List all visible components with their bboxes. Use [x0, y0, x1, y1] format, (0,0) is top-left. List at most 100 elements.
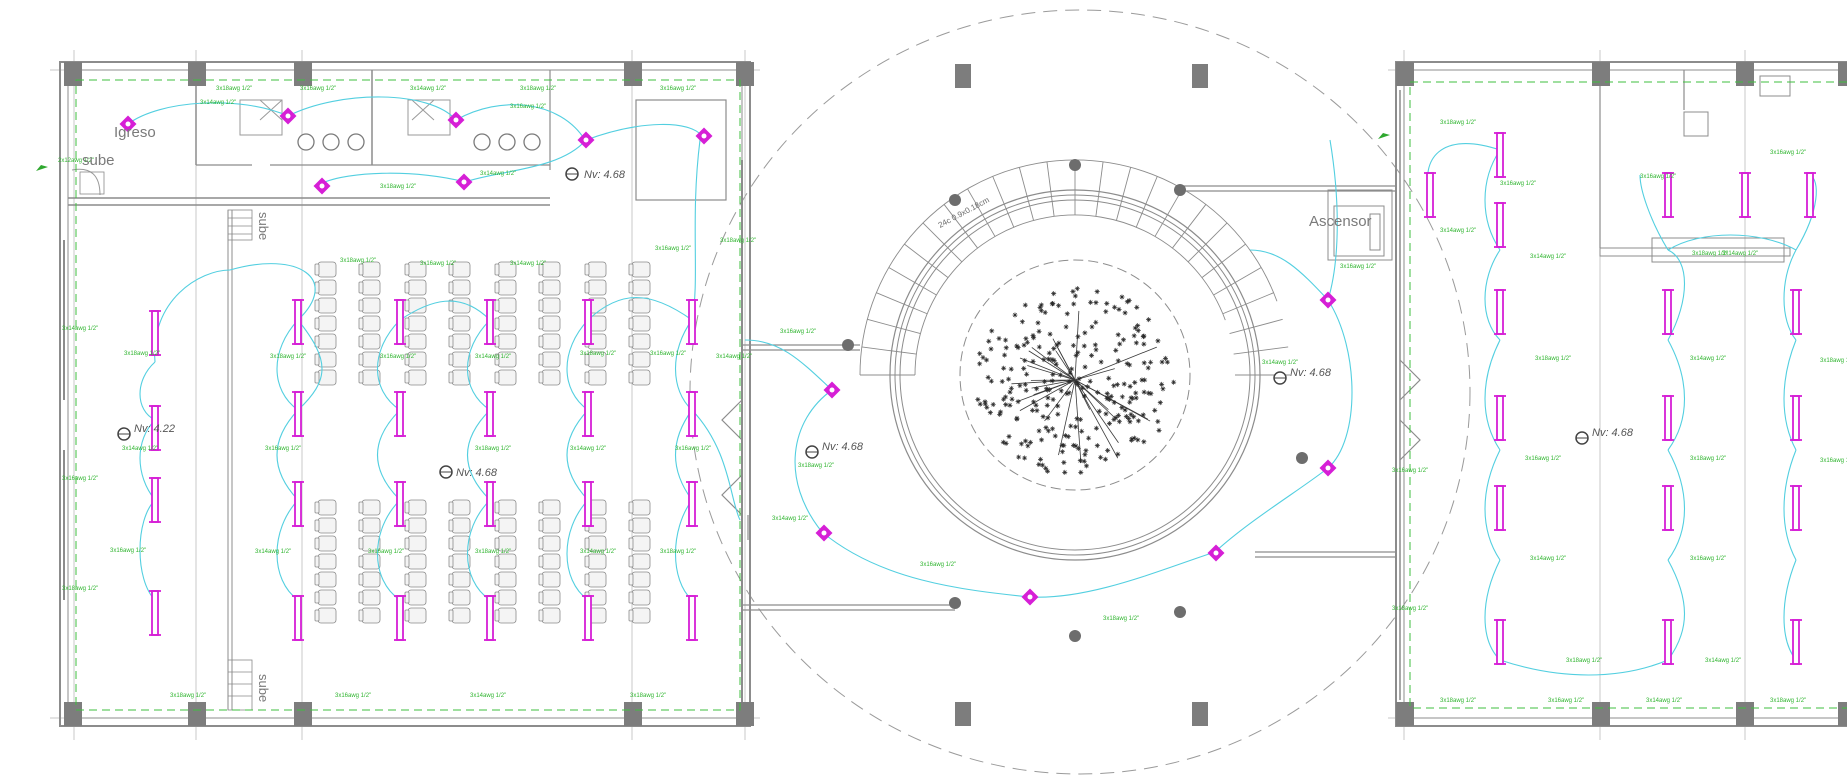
wiring-run [675, 409, 693, 501]
stair-tread [1172, 204, 1207, 249]
seat [317, 589, 337, 606]
seat [317, 571, 337, 588]
seat-arm [538, 335, 544, 348]
seat-arm [628, 537, 634, 550]
seat-arm [448, 281, 454, 294]
tree-leaf [1107, 397, 1113, 403]
fluorescent-fixture [396, 391, 404, 437]
room-label-sube-lower: sube [256, 674, 271, 702]
seat-arm [314, 519, 320, 532]
tree-leaf [1018, 441, 1024, 447]
tree-leaf [1132, 380, 1138, 386]
seat [497, 369, 517, 386]
stair-tread [1115, 167, 1132, 221]
wiring-run [377, 409, 401, 501]
tree-leaf [1043, 425, 1049, 431]
tree-leaf [1016, 454, 1022, 460]
tree-leaf [1064, 391, 1070, 397]
seat-arm [584, 555, 590, 568]
seat [541, 535, 561, 552]
downlight-core [453, 117, 459, 123]
seat-arm [404, 555, 410, 568]
seat-arm [404, 353, 410, 366]
seat-arm [628, 317, 634, 330]
seat-arm [494, 335, 500, 348]
tree-leaf [1038, 456, 1044, 462]
wiring-run [1484, 559, 1501, 661]
seat [361, 607, 381, 624]
downlight-core [461, 179, 467, 185]
level-label-rotunda-right: Nv: 4.68 [1290, 367, 1332, 379]
circuit-label: 3x16awg 1/2" [675, 446, 711, 452]
wiring-run [455, 104, 586, 141]
circuit-label: 3x18awg 1/2" [1440, 120, 1476, 126]
seat-arm [538, 263, 544, 276]
seat [407, 517, 427, 534]
fluorescent-fixture [486, 481, 494, 527]
seat [407, 499, 427, 516]
tree-branch [1019, 357, 1076, 381]
seat [497, 607, 517, 624]
seat-arm [358, 519, 364, 532]
downlight-core [829, 387, 835, 393]
seat [317, 333, 337, 350]
tree-leaf [1029, 407, 1035, 413]
seat-arm [448, 317, 454, 330]
tree-leaf [1051, 291, 1057, 297]
wiring-run [467, 319, 491, 411]
tree-leaf [975, 397, 981, 403]
seat [407, 369, 427, 386]
seat-arm [494, 317, 500, 330]
wiring-run [821, 531, 1031, 598]
seat [541, 279, 561, 296]
tree-leaf [1061, 460, 1067, 466]
tree-leaf [1052, 433, 1058, 439]
tree-leaf [1047, 387, 1053, 393]
seat [541, 589, 561, 606]
tree-leaf [1053, 361, 1059, 367]
circuit-label: 3x18awg 1/2" [1535, 356, 1571, 362]
circuit-label: 3x14awg 1/2" [1440, 228, 1476, 234]
tree-leaf [1131, 435, 1137, 441]
circuit-label: 3x16awg 1/2" [1548, 698, 1584, 704]
wiring-run [154, 269, 231, 363]
wiring-run [1484, 149, 1501, 251]
tree-leaf [1088, 299, 1094, 305]
seat [631, 261, 651, 278]
tree-leaf [1045, 468, 1051, 474]
tree-leaf [1120, 337, 1126, 343]
tree-leaf [1142, 377, 1148, 383]
seat [631, 535, 651, 552]
tree-leaf [1034, 386, 1040, 392]
tree-leaf [1024, 371, 1030, 377]
tree-leaf [1050, 426, 1056, 432]
seat-arm [448, 501, 454, 514]
wiring-run [1484, 449, 1501, 561]
seat [631, 553, 651, 570]
seat-arm [448, 555, 454, 568]
seat [587, 553, 607, 570]
seat [541, 333, 561, 350]
circuit-label: 3x18awg 1/2" [1566, 658, 1602, 664]
tree-leaf [1066, 390, 1072, 396]
fluorescent-fixture [584, 595, 592, 641]
tree-leaf [1159, 381, 1165, 387]
tree-leaf [996, 336, 1002, 342]
tree-leaf [1076, 376, 1082, 382]
tree-leaf [1035, 320, 1041, 326]
seat [631, 351, 651, 368]
fluorescent-fixture [294, 481, 302, 527]
fluorescent-fixture [1426, 172, 1434, 218]
tree-leaf [1070, 343, 1076, 349]
seat-arm [628, 263, 634, 276]
tree-leaf [1049, 357, 1055, 363]
fluorescent-fixture [584, 299, 592, 345]
seat [587, 279, 607, 296]
tree-leaf [988, 378, 994, 384]
tree-branch [1044, 379, 1076, 422]
tree-leaf [984, 357, 990, 363]
tree-leaf [1008, 366, 1014, 372]
seat [541, 499, 561, 516]
circuit-label: 3x16awg 1/2" [920, 562, 956, 568]
tree-leaf [1106, 375, 1112, 381]
